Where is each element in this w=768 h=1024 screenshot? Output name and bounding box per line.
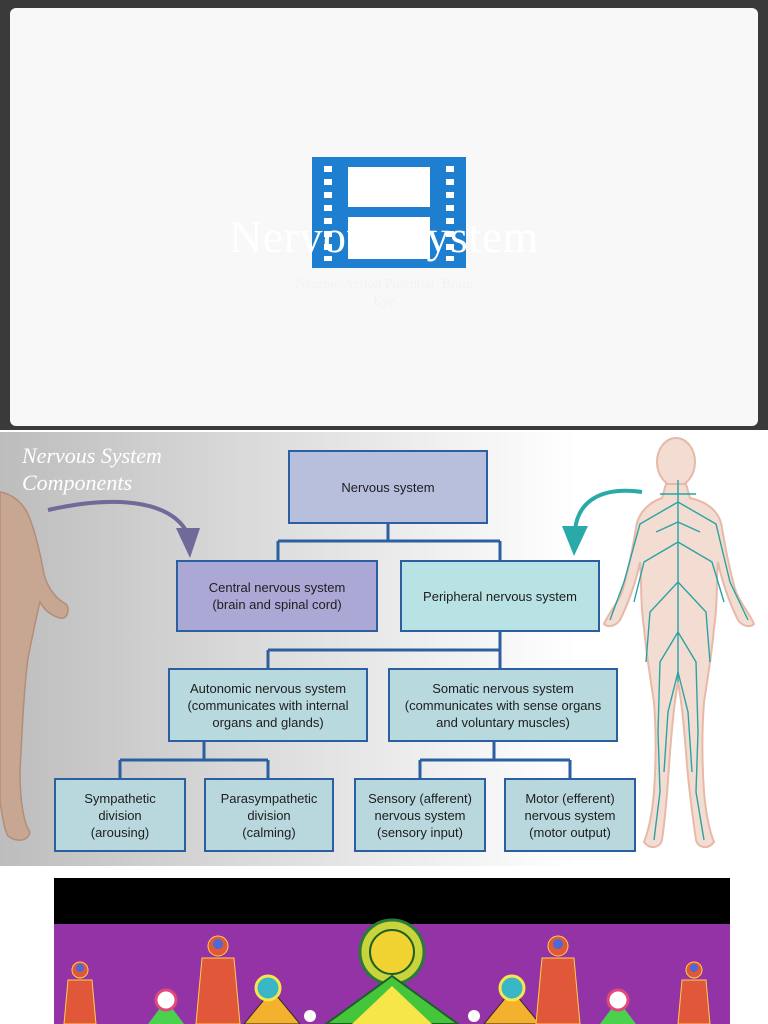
central-mandala [324, 918, 460, 1024]
body-figures [63, 935, 711, 1024]
node-text: division [98, 807, 142, 823]
node-central-nervous-system: Central nervous system (brain and spinal… [176, 560, 378, 632]
node-text: Central nervous system [208, 580, 346, 595]
node-somatic-nervous-system: Somatic nervous system (communicates wit… [388, 668, 618, 742]
side-triangle [483, 989, 541, 1024]
chakra-body-artwork [63, 918, 711, 1024]
node-text: (communicates with internal [187, 697, 349, 713]
slide-heading: Nervous System Components [22, 442, 162, 496]
body-figure [677, 961, 711, 1024]
node-text: Sensory (afferent) [368, 790, 472, 806]
side-triangle [600, 1000, 636, 1024]
node-nervous-system: Nervous system [288, 450, 488, 524]
node-text: Peripheral nervous system [423, 588, 577, 604]
node-text: division [247, 807, 291, 823]
diagram-slide: Nervous System Components Nervous system… [0, 432, 768, 866]
node-autonomic-nervous-system: Autonomic nervous system (communicates w… [168, 668, 368, 742]
node-text: Autonomic nervous system [189, 680, 347, 696]
node-motor-efferent: Motor (efferent) nervous system (motor o… [504, 778, 636, 852]
film-strip-icon[interactable] [312, 157, 466, 268]
node-text: Sympathetic [84, 790, 156, 806]
node-sensory-afferent: Sensory (afferent) nervous system (senso… [354, 778, 486, 852]
node-text: Motor (efferent) [525, 790, 615, 806]
node-text: Somatic nervous system [432, 680, 574, 696]
artwork-slide [54, 878, 730, 1024]
human-nervous-system-figure [602, 437, 756, 848]
left-pointer-arrow [47, 499, 190, 535]
right-arrowhead [562, 526, 588, 556]
heading-line: Components [22, 470, 132, 495]
slide-subtitle: Neuron, Action Potential, Brain Eye [0, 276, 768, 310]
node-text: (arousing) [90, 824, 150, 840]
side-triangle [148, 1000, 184, 1024]
node-text: (brain and spinal cord) [212, 597, 342, 612]
body-figure [195, 935, 241, 1024]
node-text: and voluntary muscles) [436, 714, 570, 730]
subtitle-line: Neuron, Action Potential, Brain [295, 277, 473, 292]
title-slide: Nervous System Neuron, Action Potential,… [0, 0, 768, 430]
node-text: (sensory input) [377, 824, 463, 840]
diagram-arrows [47, 488, 643, 558]
tree-connectors [118, 524, 572, 778]
left-arrowhead [176, 528, 200, 558]
slide-title: Nervous System [229, 211, 539, 262]
node-text: nervous system [524, 807, 616, 823]
node-text: (motor output) [529, 824, 611, 840]
node-peripheral-nervous-system: Peripheral nervous system [400, 560, 600, 632]
node-sympathetic-division: Sympathetic division (arousing) [54, 778, 186, 852]
node-text: nervous system [374, 807, 466, 823]
figure-heads [76, 939, 698, 972]
subtitle-line: Eye [373, 294, 395, 309]
node-parasympathetic-division: Parasympathetic division (calming) [204, 778, 334, 852]
right-pointer-arrow [573, 488, 643, 531]
node-text: Parasympathetic [220, 790, 318, 806]
heading-line: Nervous System [22, 443, 162, 468]
body-figure [535, 935, 581, 1024]
node-text: (calming) [242, 824, 296, 840]
node-text: (communicates with sense organs [404, 697, 602, 713]
node-text: organs and glands) [212, 714, 324, 730]
side-triangle [243, 989, 301, 1024]
node-text: Nervous system [341, 479, 435, 495]
chakra-orbs [154, 974, 630, 1022]
human-figure-outline-left [0, 491, 69, 841]
